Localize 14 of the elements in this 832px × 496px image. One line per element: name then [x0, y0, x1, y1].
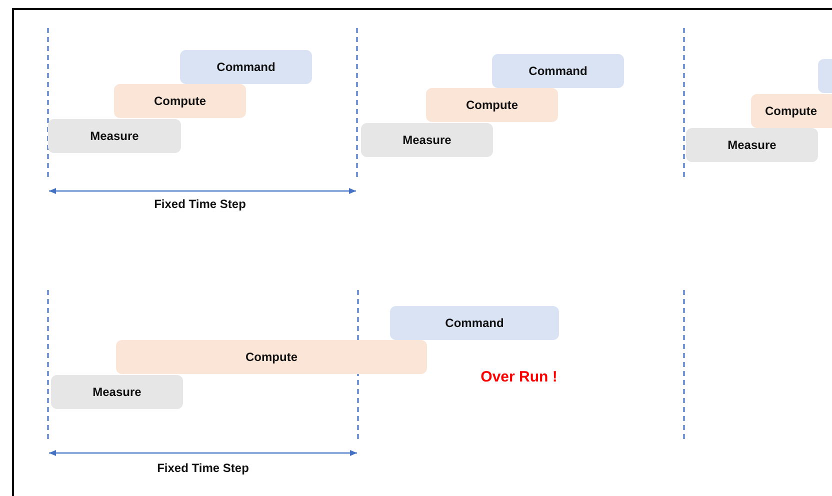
command-bar: Command	[390, 306, 559, 340]
compute-bar: Compute	[426, 88, 558, 122]
warning-text: Over Run !	[480, 368, 558, 386]
compute-bar: Compute	[116, 340, 427, 374]
command-bar: Command	[180, 50, 312, 84]
measure-bar: Measure	[686, 128, 818, 162]
command-bar: Command	[492, 54, 624, 88]
measure-bar: Measure	[361, 123, 493, 157]
compute-bar: Compute	[114, 84, 246, 118]
measure-bar: Measure	[48, 119, 181, 153]
compute-bar: Compute	[751, 94, 832, 128]
dimension-label: Fixed Time Step	[154, 197, 246, 211]
measure-bar: Measure	[51, 375, 183, 409]
dimension-label: Fixed Time Step	[157, 461, 249, 475]
